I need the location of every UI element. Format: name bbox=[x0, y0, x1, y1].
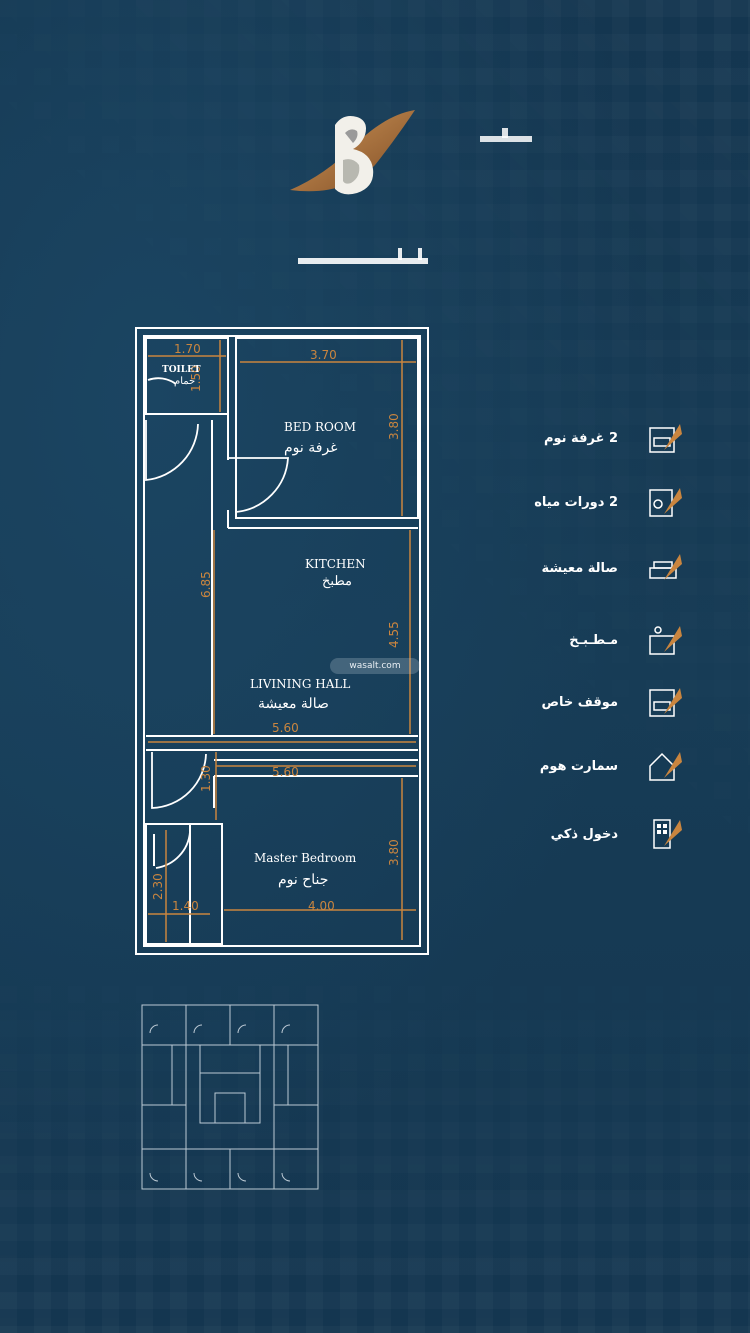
feature-label: موقف خاص bbox=[541, 694, 618, 710]
room-master-en: Master Bedroom bbox=[254, 851, 357, 865]
dimension-lines bbox=[148, 340, 416, 942]
doors bbox=[145, 377, 289, 869]
dim-master-top-width: 5.60 bbox=[272, 765, 299, 779]
dim-master-width: 4.00 bbox=[308, 899, 335, 913]
feature-label: 2 غرفة نوم bbox=[543, 430, 618, 446]
walls bbox=[135, 327, 429, 955]
parking-icon bbox=[649, 688, 682, 717]
dim-door-height: 1.30 bbox=[199, 765, 213, 792]
feature-label: 2 دورات مياه bbox=[534, 494, 618, 510]
room-bedroom-en: BED ROOM bbox=[284, 420, 356, 434]
room-kitchen-en: KITCHEN bbox=[305, 557, 366, 571]
dim-bedroom-width: 3.70 bbox=[310, 348, 337, 362]
smart-entry-icon bbox=[653, 819, 682, 849]
feature-smart-entry: دخول ذكي bbox=[392, 814, 682, 854]
room-kitchen-ar: مطبخ bbox=[322, 574, 352, 589]
bathroom-icon bbox=[649, 488, 682, 517]
feature-label: دخول ذكي bbox=[550, 826, 618, 842]
feature-label: سمارت هوم bbox=[539, 758, 618, 774]
feature-living: صالة معيشة bbox=[392, 548, 682, 588]
watermark: wasalt.com bbox=[330, 658, 420, 674]
room-toilet-ar: حمام bbox=[174, 376, 195, 387]
room-master-ar: جناح نوم bbox=[278, 872, 328, 888]
room-living-ar: صالة معيشة bbox=[258, 696, 329, 712]
smart-home-icon bbox=[649, 752, 682, 781]
brand-text-mark-icon bbox=[480, 128, 532, 142]
dim-closet-width: 1.40 bbox=[172, 899, 199, 913]
dim-toilet-width: 1.70 bbox=[174, 342, 201, 356]
feature-parking: موقف خاص bbox=[392, 682, 682, 722]
feature-smart-home: سمارت هوم bbox=[392, 746, 682, 786]
feature-label: مـطـبـخ bbox=[569, 632, 618, 648]
feature-bathrooms: 2 دورات مياه bbox=[392, 482, 682, 522]
brand-logo-mark-icon bbox=[290, 110, 415, 195]
sofa-icon bbox=[649, 554, 682, 580]
room-toilet-en: TOILET bbox=[162, 365, 201, 375]
brand-wordmark-icon bbox=[298, 248, 428, 264]
dim-bedroom-height: 3.80 bbox=[387, 413, 401, 440]
feature-kitchen: مـطـبـخ bbox=[392, 620, 682, 660]
dim-living-width: 5.60 bbox=[272, 721, 299, 735]
kitchen-icon bbox=[649, 626, 682, 655]
dim-corridor-height: 6.85 bbox=[199, 571, 213, 598]
dim-closet-height: 2.30 bbox=[151, 873, 165, 900]
bedroom-icon bbox=[649, 424, 682, 453]
dim-toilet-height: 1.50 bbox=[189, 365, 203, 392]
room-living-en: LIVINING HALL bbox=[250, 677, 350, 691]
dim-master-height: 3.80 bbox=[387, 839, 401, 866]
mini-floor-plan bbox=[141, 1004, 319, 1190]
feature-label: صالة معيشة bbox=[541, 560, 618, 576]
room-bedroom-ar: غرفة نوم bbox=[284, 440, 338, 456]
dim-kitchen-height: 4.55 bbox=[387, 621, 401, 648]
feature-bedrooms: 2 غرفة نوم bbox=[392, 418, 682, 458]
